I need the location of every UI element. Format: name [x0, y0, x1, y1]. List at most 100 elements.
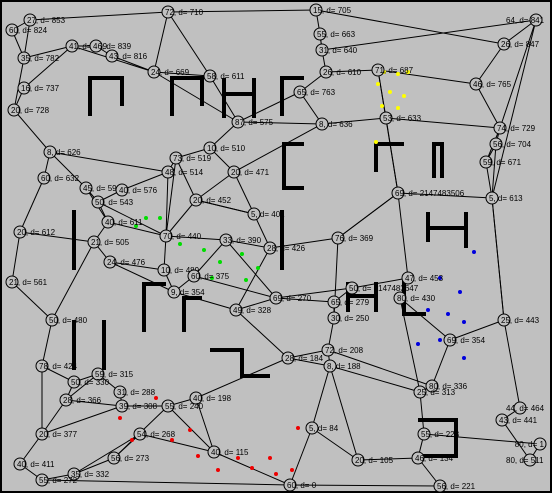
node-circle[interactable]	[87, 235, 101, 249]
node-circle[interactable]	[493, 121, 507, 135]
graph-node[interactable]: 87, d= 575	[231, 115, 274, 129]
graph-node[interactable]: 40, d= 611	[101, 215, 143, 229]
graph-node[interactable]: 24, d= 476	[103, 255, 146, 269]
node-circle[interactable]	[413, 385, 427, 399]
graph-node[interactable]: 59, d= 315	[91, 367, 134, 381]
node-circle[interactable]	[497, 313, 511, 327]
node-circle[interactable]	[321, 343, 335, 357]
graph-node[interactable]: 20, d= 612	[13, 225, 56, 239]
graph-node[interactable]: 72, d= 208	[321, 343, 364, 357]
graph-node[interactable]: 78, d= 424	[35, 359, 78, 373]
node-circle[interactable]	[189, 391, 203, 405]
node-circle[interactable]	[189, 193, 203, 207]
graph-node[interactable]: 43, d= 816	[105, 49, 148, 63]
graph-node[interactable]: 55, d= 240	[161, 399, 204, 413]
graph-node[interactable]: 20, d= 377	[35, 427, 78, 441]
graph-node[interactable]: 65, d= 763	[293, 85, 336, 99]
graph-node[interactable]: 40, d= 115	[207, 445, 249, 459]
node-circle[interactable]	[105, 49, 119, 63]
graph-node[interactable]: 21, d= 561	[5, 275, 48, 289]
graph-node[interactable]: 26, d= 847	[497, 37, 540, 51]
graph-node[interactable]: 55, d= 663	[313, 27, 356, 41]
graph-node[interactable]: 5, d= 84	[305, 421, 339, 435]
node-circle[interactable]	[89, 39, 103, 53]
graph-node[interactable]: 31, d= 640	[315, 43, 358, 57]
graph-node[interactable]: 9, d= 354	[167, 285, 205, 299]
node-circle[interactable]	[43, 145, 57, 159]
graph-node[interactable]: 25, d= 313	[413, 385, 456, 399]
node-circle[interactable]	[67, 375, 81, 389]
graph-node[interactable]: 55, d= 272	[35, 473, 78, 487]
node-circle[interactable]	[35, 473, 49, 487]
graph-node[interactable]: 46, d= 134	[411, 451, 454, 465]
node-circle[interactable]	[91, 367, 105, 381]
graph-node[interactable]: 47, d= 453	[401, 271, 444, 285]
graph-node[interactable]: 50, d= 330	[67, 375, 110, 389]
node-circle[interactable]	[133, 427, 147, 441]
node-circle[interactable]	[309, 3, 323, 17]
graph-node[interactable]: 73, d= 519	[169, 151, 212, 165]
node-circle[interactable]	[59, 393, 73, 407]
node-circle[interactable]	[269, 291, 283, 305]
graph-node[interactable]: 71, d= 687	[371, 63, 414, 77]
graph-node[interactable]: 10, d= 510	[203, 141, 246, 155]
node-circle[interactable]	[37, 171, 51, 185]
node-circle[interactable]	[327, 311, 341, 325]
node-circle[interactable]	[247, 207, 261, 221]
node-circle[interactable]	[319, 65, 333, 79]
graph-node[interactable]: 16, d= 737	[17, 81, 60, 95]
graph-node[interactable]: 60, d= 824	[5, 23, 48, 37]
node-circle[interactable]	[293, 85, 307, 99]
graph-node[interactable]: 39, d= 308	[115, 399, 158, 413]
node-circle[interactable]	[411, 451, 425, 465]
node-circle[interactable]	[67, 467, 81, 481]
graph-node[interactable]: 76, d= 369	[331, 231, 374, 245]
node-circle[interactable]	[529, 13, 543, 27]
node-circle[interactable]	[281, 351, 295, 365]
graph-node[interactable]: 69, d= 354	[443, 333, 486, 347]
node-circle[interactable]	[23, 13, 37, 27]
graph-node[interactable]: 8, d= 626	[43, 145, 81, 159]
graph-node[interactable]: 50, d= 480	[45, 313, 88, 327]
node-circle[interactable]	[219, 233, 233, 247]
node-circle[interactable]	[351, 453, 365, 467]
node-circle[interactable]	[229, 303, 243, 317]
node-circle[interactable]	[393, 291, 407, 305]
node-circle[interactable]	[315, 43, 329, 57]
node-circle[interactable]	[187, 269, 201, 283]
graph-node[interactable]: 70, d= 440	[159, 229, 202, 243]
node-circle[interactable]	[45, 313, 59, 327]
graph-node[interactable]: 8, d= 188	[323, 359, 361, 373]
node-circle[interactable]	[103, 255, 117, 269]
node-circle[interactable]	[523, 453, 537, 467]
node-circle[interactable]	[13, 457, 27, 471]
graph-node[interactable]: 69, d= 2147483506	[391, 186, 465, 200]
graph-node[interactable]: 65, d= 279	[327, 295, 370, 309]
node-circle[interactable]	[17, 81, 31, 95]
node-circle[interactable]	[425, 379, 439, 393]
node-circle[interactable]	[443, 333, 457, 347]
graph-node[interactable]: 44, d= 464	[506, 401, 545, 415]
graph-node[interactable]: 33, d= 390	[219, 233, 262, 247]
node-circle[interactable]	[227, 165, 241, 179]
node-circle[interactable]	[161, 165, 175, 179]
graph-node[interactable]: 80, d= 1	[515, 437, 547, 451]
node-circle[interactable]	[147, 65, 161, 79]
node-circle[interactable]	[113, 385, 127, 399]
graph-node[interactable]: 5, d= 613	[485, 191, 523, 205]
node-circle[interactable]	[371, 63, 385, 77]
node-circle[interactable]	[115, 399, 129, 413]
graph-node[interactable]: 40, d= 576	[115, 183, 158, 197]
node-circle[interactable]	[35, 359, 49, 373]
node-circle[interactable]	[203, 69, 217, 83]
graph-node[interactable]: 46, d= 765	[469, 77, 512, 91]
node-circle[interactable]	[161, 5, 175, 19]
node-circle[interactable]	[157, 263, 171, 277]
node-circle[interactable]	[169, 151, 183, 165]
graph-node[interactable]: 72, d= 710	[161, 5, 204, 19]
graph-node[interactable]: 41, d= 839	[65, 39, 108, 53]
node-circle[interactable]	[65, 39, 79, 53]
graph-node[interactable]: 40, d= 411	[13, 457, 55, 471]
graph-node[interactable]: 49, d= 328	[229, 303, 272, 317]
node-circle[interactable]	[305, 421, 319, 435]
